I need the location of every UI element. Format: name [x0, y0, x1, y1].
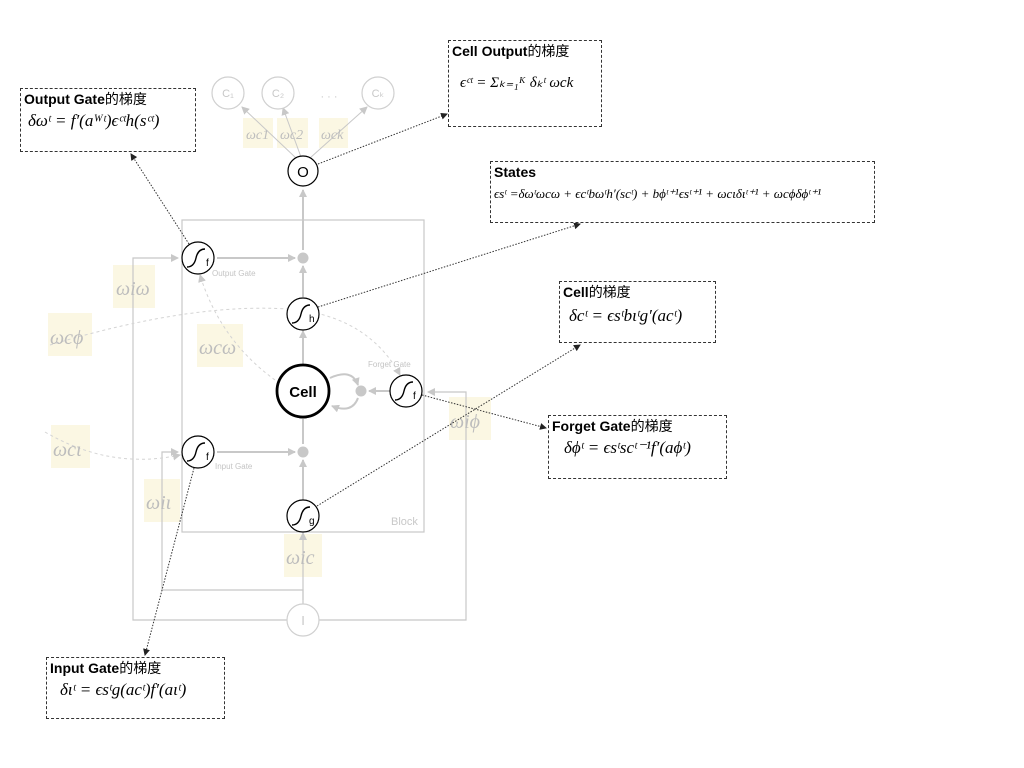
weight-w-iphi: ωiϕ — [450, 411, 480, 433]
svg-text:f: f — [413, 391, 416, 402]
states-title: States — [494, 164, 537, 180]
h-squash-node: h — [286, 297, 320, 331]
forget-gate-label: Forget Gate — [368, 360, 411, 369]
weight-w-cphi: ωcϕ — [50, 327, 83, 349]
weight-w-ic: ωic — [286, 547, 315, 569]
cell-output-title: Cell Output — [452, 43, 528, 59]
cell-output-formula: ϵᶜᵗ = Σₖ₌₁ᴷ δₖᵗ ωck — [460, 75, 574, 91]
output-gate-node: f — [181, 241, 215, 275]
cell-gradient-box: Cell的梯度 δcᵗ = ϵsᵗbιᵗg′(acᵗ) — [559, 281, 716, 343]
cell-output-gradient-box: Cell Output的梯度 ϵᶜᵗ = Σₖ₌₁ᴷ δₖᵗ ωck — [448, 40, 602, 127]
weight-w-cl: ωcι — [53, 439, 82, 461]
svg-text:g: g — [309, 516, 315, 527]
svg-text:I: I — [301, 613, 305, 628]
cell-formula: δcᵗ = ϵsᵗbιᵗg′(acᵗ) — [569, 306, 683, 325]
input-gate-gradient-box: Input Gate的梯度 διᵗ = ϵsᵗg(acᵗ)f′(aιᵗ) — [46, 657, 225, 719]
input-gate-title: Input Gate — [50, 660, 120, 676]
svg-text:Cell: Cell — [289, 384, 317, 401]
block-label: Block — [391, 516, 418, 528]
annotation-pointers — [130, 112, 581, 656]
weight-w-c1: ωc1 — [246, 128, 269, 143]
weight-w-cw: ωcω — [199, 337, 236, 359]
output-connections — [241, 106, 368, 159]
weight-w-iw: ωiω — [116, 278, 150, 300]
weight-w-il: ωiι — [146, 492, 171, 514]
internal-flow — [217, 189, 390, 600]
weight-w-ck: ωck — [321, 128, 344, 143]
output-gate-formula: δωᵗ = f′(aᵂᵗ)ϵᶜᵗh(sᶜᵗ) — [28, 111, 160, 130]
output-gate-title: Output Gate — [24, 91, 105, 107]
weight-w-c2: ωc2 — [280, 128, 303, 143]
output-node: O — [287, 155, 319, 187]
g-squash-node: g — [286, 499, 320, 533]
forget-gate-node: f — [389, 374, 423, 408]
cell-title: Cell — [563, 284, 589, 300]
input-gate-node: f — [181, 435, 215, 469]
svg-text:C₂: C₂ — [272, 88, 284, 100]
svg-text:f: f — [206, 452, 209, 463]
output-units-ellipsis: · · · — [320, 91, 337, 103]
output-unit-c2: C₂ — [261, 76, 295, 110]
svg-text:f: f — [206, 258, 209, 269]
output-unit-ck: Cₖ — [361, 76, 395, 110]
weight-labels: ωc1 ωc2 ωck ωiω ωcϕ ωcω ωiϕ ωcι ωiι ωic — [50, 128, 480, 569]
svg-text:Cₖ: Cₖ — [372, 88, 385, 100]
output-unit-c1: C₁ — [211, 76, 245, 110]
multiplication-junctions — [297, 252, 367, 458]
states-formula: ϵsᵗ =δωᵗωcω + ϵcᵗbωᵗh′(scᵗ) + bϕᵗ⁺¹ϵsᵗ⁺¹… — [494, 186, 822, 201]
peephole-connections — [44, 274, 401, 461]
forget-gate-gradient-box: Forget Gate的梯度 δϕᵗ = ϵsᵗscᵗ⁻¹f′(aϕᵗ) — [548, 415, 727, 479]
input-gate-formula: διᵗ = ϵsᵗg(acᵗ)f′(aιᵗ) — [60, 680, 187, 699]
svg-text:O: O — [297, 164, 309, 181]
forget-gate-title: Forget Gate — [552, 418, 631, 434]
svg-text:C₁: C₁ — [222, 88, 234, 100]
cell-node: Cell — [275, 363, 331, 419]
svg-text:h: h — [309, 314, 315, 325]
input-gate-label: Input Gate — [215, 462, 253, 471]
input-node: I — [286, 603, 320, 637]
forget-gate-formula: δϕᵗ = ϵsᵗscᵗ⁻¹f′(aϕᵗ) — [564, 438, 691, 457]
states-gradient-box: States ϵsᵗ =δωᵗωcω + ϵcᵗbωᵗh′(scᵗ) + bϕᵗ… — [490, 161, 875, 223]
output-gate-gradient-box: Output Gate的梯度 δωᵗ = f′(aᵂᵗ)ϵᶜᵗh(sᶜᵗ) — [20, 88, 196, 152]
output-gate-label: Output Gate — [212, 269, 256, 278]
